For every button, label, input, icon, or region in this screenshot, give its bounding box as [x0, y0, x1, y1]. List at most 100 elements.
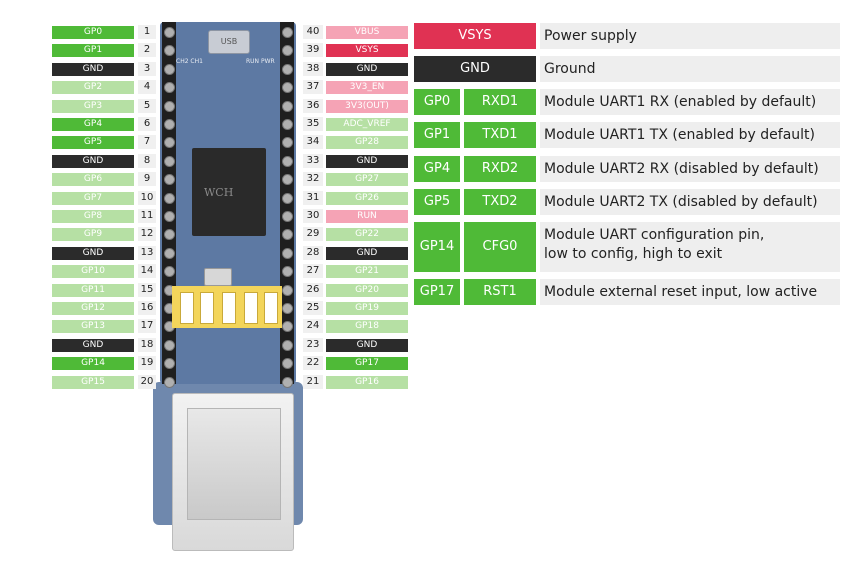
- rj45-port: [187, 408, 281, 520]
- left-pin-label: GP10: [52, 265, 134, 279]
- header-pin-hole: [282, 321, 293, 333]
- dip-switch[interactable]: [200, 292, 214, 324]
- header-pin-hole: [282, 137, 293, 149]
- silk-ch-label: CH2 CH1: [176, 58, 203, 65]
- left-pin-label: GP2: [52, 81, 134, 95]
- right-pin-number: 22: [303, 356, 323, 371]
- left-pin-number: 2: [138, 43, 156, 58]
- header-pin-hole: [164, 82, 175, 94]
- left-pin-label: GND: [52, 62, 134, 76]
- legend-function-cell: RST1: [464, 279, 536, 305]
- legend-function-cell: CFG0: [464, 222, 536, 272]
- header-pin-hole: [164, 229, 175, 241]
- legend-description: Module UART2 RX (disabled by default): [540, 156, 840, 182]
- legend-description-line: Ground: [544, 61, 596, 77]
- legend-function-cell: TXD1: [464, 122, 536, 148]
- left-pin-number: 16: [138, 301, 156, 315]
- header-pin-hole: [164, 174, 175, 186]
- legend-description-line: Module UART2 RX (disabled by default): [544, 161, 819, 177]
- header-pin-hole: [282, 247, 293, 259]
- header-pin-hole: [164, 358, 175, 370]
- legend-description: Module external reset input, low active: [540, 279, 840, 305]
- left-pin-label: GP11: [52, 283, 134, 297]
- legend-pin-cell: GP4: [414, 156, 460, 182]
- left-pin-number: 20: [138, 374, 156, 389]
- legend-pin-cell: GP14: [414, 222, 460, 272]
- legend-description-line: Module UART2 TX (disabled by default): [544, 194, 818, 210]
- right-pin-label: 3V3(OUT): [326, 99, 408, 113]
- header-pin-hole: [164, 339, 175, 351]
- legend-pin-cell: VSYS: [414, 23, 536, 49]
- right-pin-number: 38: [303, 61, 323, 76]
- right-pin-label: GP20: [326, 283, 408, 297]
- right-pin-label: GND: [326, 246, 408, 260]
- header-pin-hole: [282, 229, 293, 241]
- header-pin-hole: [282, 119, 293, 130]
- legend-function-cell: TXD2: [464, 189, 536, 215]
- left-pin-number: 12: [138, 227, 156, 242]
- left-pin-label: GND: [52, 246, 134, 260]
- left-pin-label: GP0: [52, 26, 134, 39]
- left-pin-label: GP15: [52, 375, 134, 389]
- right-pin-number: 21: [303, 374, 323, 389]
- left-pin-number: 7: [138, 135, 156, 150]
- left-pin-label: GP13: [52, 320, 134, 334]
- left-pin-label: GP7: [52, 191, 134, 205]
- header-pin-hole: [282, 192, 293, 204]
- legend-function-cell: RXD1: [464, 89, 536, 115]
- left-pin-label: GP4: [52, 118, 134, 131]
- right-pin-label: 3V3_EN: [326, 81, 408, 95]
- legend-description-line: Module external reset input, low active: [544, 284, 818, 300]
- header-pin-hole: [282, 266, 293, 278]
- right-pin-label: GP16: [326, 375, 408, 389]
- rj45-connector: [172, 393, 294, 551]
- right-pin-label: VBUS: [326, 26, 408, 39]
- left-pin-label: GP3: [52, 99, 134, 113]
- header-pin-hole: [282, 303, 293, 314]
- header-pin-hole: [164, 266, 175, 278]
- dip-switch[interactable]: [180, 292, 194, 324]
- right-pin-number: 39: [303, 43, 323, 58]
- dip-switch[interactable]: [244, 292, 258, 324]
- header-pin-hole: [164, 63, 175, 75]
- right-pin-number: 36: [303, 98, 323, 113]
- dip-switch[interactable]: [222, 292, 236, 324]
- legend-description-line: Module UART1 RX (enabled by default): [544, 94, 817, 110]
- legend-pin-cell: GP0: [414, 89, 460, 115]
- legend-description: Ground: [540, 56, 840, 82]
- right-pin-label: GP17: [326, 357, 408, 371]
- left-pin-number: 14: [138, 264, 156, 279]
- left-pin-number: 6: [138, 117, 156, 131]
- header-pin-hole: [164, 45, 175, 57]
- right-pin-label: GP22: [326, 228, 408, 242]
- legend-description-line: Power supply: [544, 28, 637, 44]
- header-pin-hole: [282, 358, 293, 370]
- left-pin-number: 19: [138, 356, 156, 371]
- usb-connector: USB: [208, 30, 250, 54]
- left-pin-label: GP14: [52, 357, 134, 371]
- right-pin-number: 34: [303, 135, 323, 150]
- right-pin-number: 40: [303, 25, 323, 39]
- dip-switch[interactable]: [264, 292, 278, 324]
- left-header-strip: [162, 22, 176, 388]
- legend-description-line: Module UART configuration pin,: [544, 227, 765, 243]
- chip-logo-text: WCH: [204, 186, 234, 199]
- right-pin-number: 26: [303, 282, 323, 297]
- right-pin-number: 23: [303, 337, 323, 352]
- header-pin-hole: [164, 137, 175, 149]
- left-pin-number: 17: [138, 319, 156, 334]
- right-pin-number: 31: [303, 190, 323, 205]
- left-pin-number: 15: [138, 282, 156, 297]
- legend-pin-cell: GP17: [414, 279, 460, 305]
- left-pin-number: 5: [138, 98, 156, 113]
- header-pin-hole: [282, 174, 293, 186]
- header-pin-hole: [164, 192, 175, 204]
- left-pin-label: GP1: [52, 44, 134, 58]
- right-pin-label: GND: [326, 62, 408, 76]
- legend-pin-cell: GND: [414, 56, 536, 82]
- right-pin-number: 28: [303, 245, 323, 260]
- right-pin-label: GND: [326, 338, 408, 352]
- right-pin-number: 24: [303, 319, 323, 334]
- left-pin-label: GP5: [52, 136, 134, 150]
- left-pin-number: 3: [138, 61, 156, 76]
